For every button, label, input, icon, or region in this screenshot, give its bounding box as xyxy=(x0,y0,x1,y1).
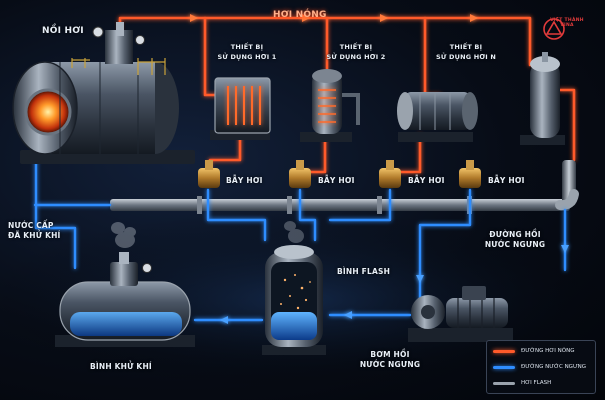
condensate-pump-label-line1: BƠM HỒI xyxy=(370,350,410,359)
brand-logo: VIỆT THÀNH VINA xyxy=(543,18,591,40)
steam-vapor-icon xyxy=(111,222,136,248)
steam-trap-drop-1 xyxy=(208,133,242,174)
condensate-return-label-line2: NƯỚC NGƯNG xyxy=(484,240,546,249)
boiler-fire-icon xyxy=(26,90,70,134)
pressure-gauge-icon xyxy=(92,26,104,38)
legend-swatch-condensate xyxy=(493,365,515,369)
pressure-gauge-icon xyxy=(142,263,152,273)
condensate-return-label-line1: ĐƯỜNG HỒI xyxy=(489,230,541,239)
steam-arrows xyxy=(190,14,478,22)
steam-trap-2-label: BẪY HƠI xyxy=(318,176,355,185)
equipment-2-label: THIẾT BỊ SỬ DỤNG HƠI 2 xyxy=(320,42,392,62)
steam-trap-1-label: BẪY HƠI xyxy=(226,176,263,185)
steam-trap-4 xyxy=(459,160,481,188)
feedwater-line xyxy=(34,148,77,270)
feedwater-label-line2: ĐÃ KHỬ KHÍ xyxy=(8,231,61,240)
trap-return-3 xyxy=(328,188,392,222)
brand-logo-icon xyxy=(543,18,565,40)
legend-swatch-steam xyxy=(493,349,515,353)
legend-label-condensate: ĐƯỜNG NƯỚC NGƯNG xyxy=(521,364,587,370)
equipment-n-label-line2: SỬ DỤNG HƠI N xyxy=(436,53,496,61)
steam-equipment-3 xyxy=(397,92,478,142)
flash-header-pipe xyxy=(110,160,579,214)
boiler xyxy=(12,22,195,164)
condensate-pump xyxy=(408,286,513,342)
equipment-n-label: THIẾT BỊ SỬ DỤNG HƠI N xyxy=(430,42,502,62)
trap-return-2 xyxy=(298,188,317,242)
flash-tank-label: BÌNH FLASH xyxy=(337,267,391,276)
trap-return-1 xyxy=(206,188,267,242)
legend-item-steam: ĐƯỜNG HƠI NÓNG xyxy=(493,346,574,356)
legend-swatch-flash xyxy=(493,381,515,385)
legend-label-flash: HƠI FLASH xyxy=(521,380,552,386)
condensate-return-label: ĐƯỜNG HỒI NƯỚC NGƯNG xyxy=(480,230,550,250)
legend-label-steam: ĐƯỜNG HƠI NÓNG xyxy=(521,348,575,354)
legend-item-flash: HƠI FLASH xyxy=(493,378,551,388)
steam-trap-4-label: BẪY HƠI xyxy=(488,176,525,185)
condensate-pump-label-line2: NƯỚC NGƯNG xyxy=(359,360,421,369)
steam-drop-n xyxy=(558,88,576,162)
legend: ĐƯỜNG HƠI NÓNG ĐƯỜNG NƯỚC NGƯNG HƠI FLAS… xyxy=(486,340,596,394)
condensate-pump-label: BƠM HỒI NƯỚC NGƯNG xyxy=(355,350,425,370)
boiler-label: NỒI HƠI xyxy=(42,26,84,36)
equipment-2-label-line1: THIẾT BỊ xyxy=(339,43,373,51)
condensate-lines xyxy=(33,148,567,322)
steam-equipment-1 xyxy=(210,77,271,140)
diagram-title: HƠI NÓNG xyxy=(273,10,327,20)
steam-trap-1 xyxy=(198,160,220,188)
equipment-1-label-line1: THIẾT BỊ xyxy=(230,43,264,51)
equipment-n-label-line1: THIẾT BỊ xyxy=(449,43,483,51)
steam-trap-3-label: BẪY HƠI xyxy=(408,176,445,185)
equipment-1-label-line2: SỬ DỤNG HƠI 1 xyxy=(217,53,277,61)
deaerator-tank xyxy=(55,222,195,347)
trap-return-4 xyxy=(418,188,472,302)
feedwater-label-line1: NƯỚC CẤP xyxy=(8,221,54,230)
feedwater-label: NƯỚC CẤP ĐÃ KHỬ KHÍ xyxy=(8,221,61,241)
pressure-gauge-icon xyxy=(135,35,145,45)
steam-equipment-2 xyxy=(300,69,360,142)
legend-item-condensate: ĐƯỜNG NƯỚC NGƯNG xyxy=(493,362,586,372)
equipment-2-label-line2: SỬ DỤNG HƠI 2 xyxy=(326,53,386,61)
brand-name: VIỆT THÀNH VINA xyxy=(550,18,584,28)
steam-equipment-n xyxy=(520,52,565,145)
deaerator-label: BÌNH KHỬ KHÍ xyxy=(90,362,152,371)
equipment-1-label: THIẾT BỊ SỬ DỤNG HƠI 1 xyxy=(212,42,282,62)
steam-trap-2 xyxy=(289,160,311,188)
flash-tank xyxy=(262,221,326,355)
steam-trap-3 xyxy=(379,160,401,188)
flash-particles-icon xyxy=(280,274,311,310)
